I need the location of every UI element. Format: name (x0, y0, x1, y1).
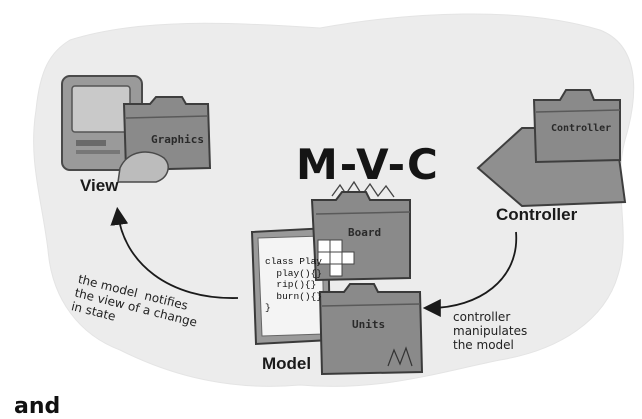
units-folder-icon (318, 283, 424, 376)
board-grid-icon (317, 239, 355, 277)
code-line: burn(){} (265, 290, 323, 302)
units-folder-label: Units (352, 318, 386, 331)
code-line: play(){} (265, 267, 323, 279)
controller-manipulates-annotation: controller manipulates the model (453, 310, 528, 352)
code-line: rip(){} (265, 279, 317, 290)
board-folder-label: Board (348, 226, 382, 239)
controller-label: Controller (496, 205, 578, 224)
model-to-view-arrow (110, 206, 239, 299)
model-code-listing: class Play play(){} rip(){} burn(){} } (265, 256, 322, 314)
controller-folder-icon (532, 89, 621, 164)
mvc-diagram (33, 13, 635, 387)
controller-folder-label: Controller (551, 123, 612, 134)
mouse-icon (117, 151, 169, 183)
model-code-page (250, 226, 332, 346)
controller-to-model-arrow (422, 231, 518, 317)
graphics-folder-label: Graphics (151, 133, 204, 146)
view-computer-icon (61, 75, 143, 171)
view-label: View (80, 176, 119, 195)
code-line: class Play (265, 256, 323, 267)
page-footer-fragment: and (14, 394, 61, 419)
diagram-title: M-V-C (296, 140, 440, 189)
code-line: } (265, 302, 271, 313)
model-label: Model (262, 354, 312, 373)
